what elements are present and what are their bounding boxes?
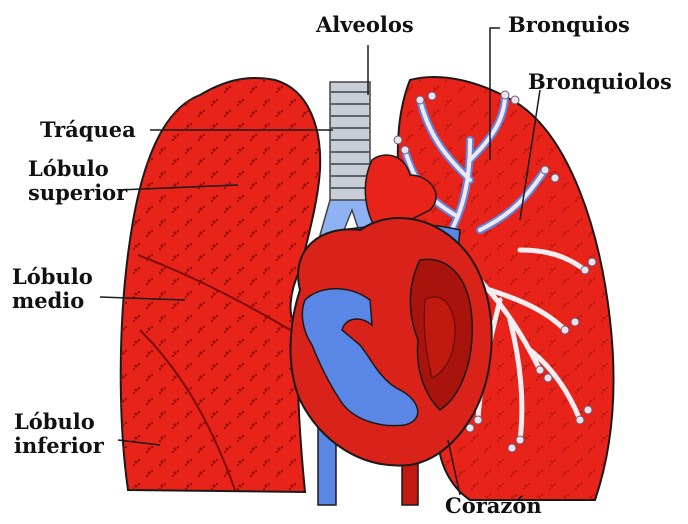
label-bronquiolos: Bronquiolos [528, 70, 672, 94]
label-bronquios: Bronquios [508, 13, 630, 37]
label-alveolos: Alveolos [316, 13, 414, 37]
label-lobulo-superior: Lóbulo superior [28, 157, 158, 205]
label-lobulo-medio: Lóbulo medio [12, 265, 142, 313]
right-lung-illustration [121, 78, 320, 492]
label-traquea: Tráquea [40, 118, 136, 142]
label-lobulo-inferior: Lóbulo inferior [14, 410, 144, 458]
label-corazon: Corazón [445, 494, 542, 518]
